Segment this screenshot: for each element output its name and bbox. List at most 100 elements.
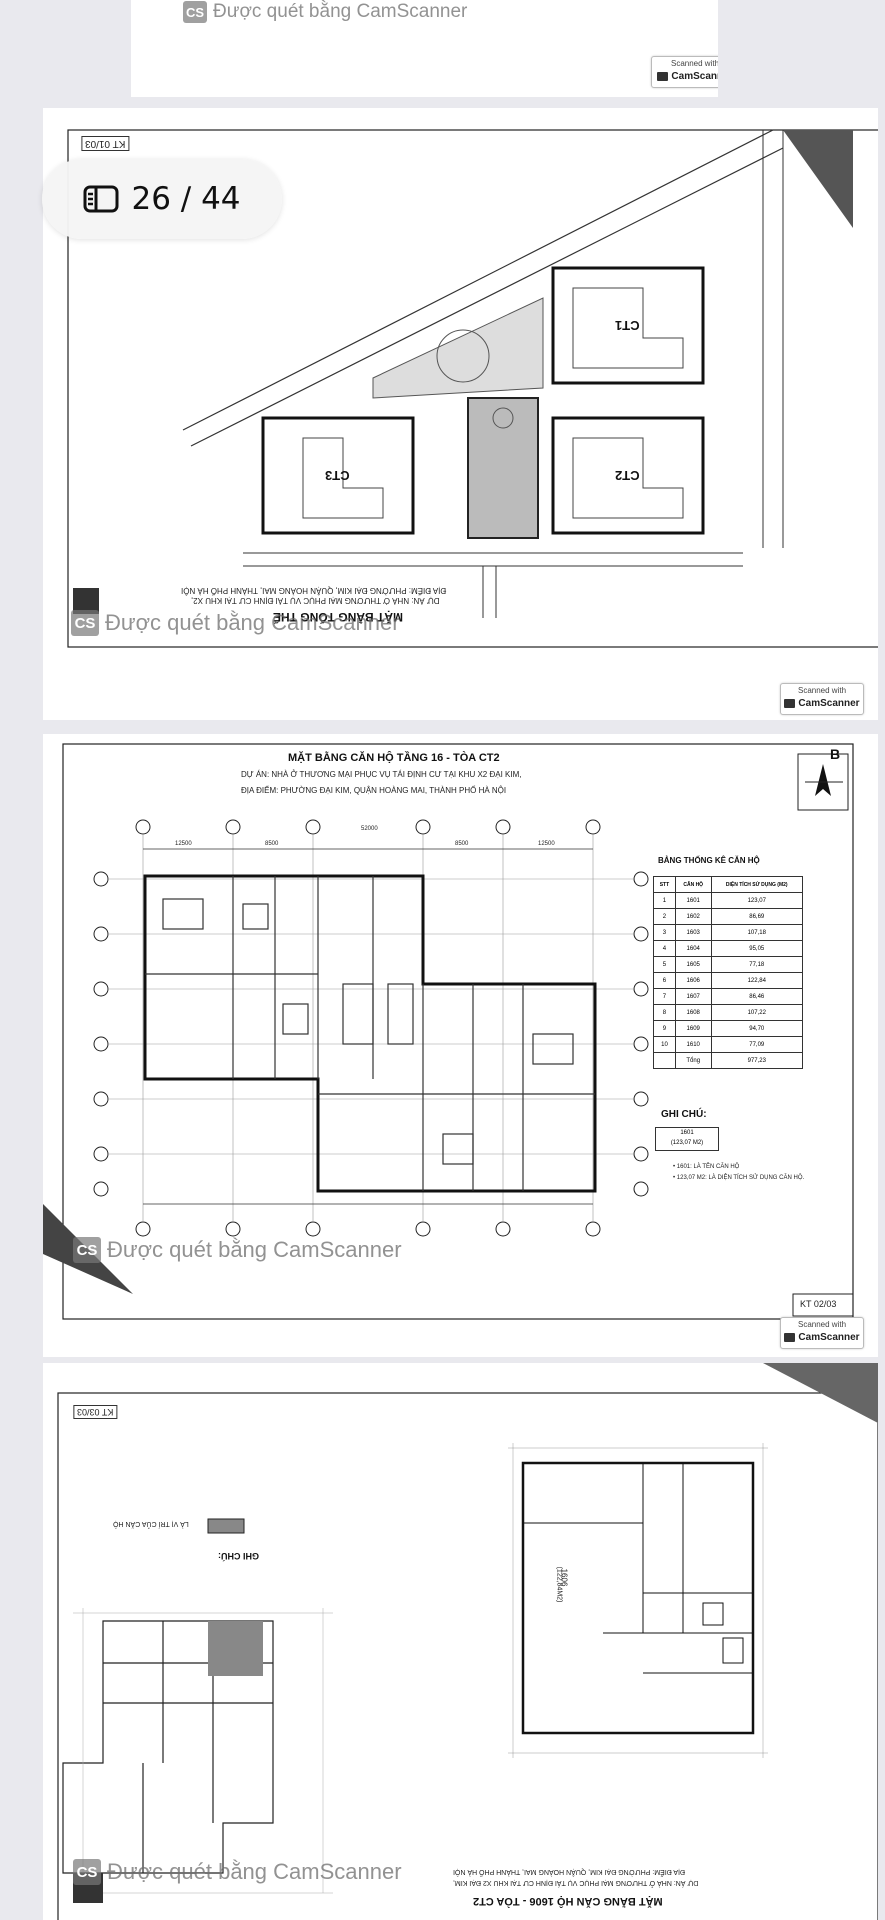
dimension-label: 8500 (265, 841, 279, 847)
table-cell: 10 (653, 1036, 676, 1053)
table-cell: 1601 (674, 892, 712, 909)
unit-plan-drawing (57, 1363, 878, 1920)
table-header: CĂN HỘ (674, 876, 712, 893)
page-counter-pill[interactable]: 26 / 44 (42, 159, 282, 239)
camscanner-watermark: CS Được quét bằng CamScanner (71, 610, 400, 636)
badge-brand: CamScanner (671, 71, 718, 82)
table-cell: 1604 (674, 940, 712, 957)
table-header: DIỆN TÍCH SỬ DỤNG (M2) (710, 876, 804, 893)
camscanner-logo-icon (784, 1333, 796, 1342)
table-cell: 5 (653, 956, 676, 973)
table-cell: 9 (653, 1020, 676, 1037)
camscanner-watermark: CS Được quét bằng CamScanner (183, 1, 467, 23)
table-cell: 3 (653, 924, 676, 941)
page1-project: DỰ ÁN: NHÀ Ở THƯƠNG MẠI PHỤC VỤ TÁI ĐỊNH… (191, 596, 440, 605)
notes-heading: GHI CHÚ: (661, 1109, 707, 1120)
badge-brand: CamScanner (798, 698, 860, 709)
table-cell: 7 (653, 988, 676, 1005)
table-cell (653, 1052, 676, 1069)
table-cell: 1608 (674, 1004, 712, 1021)
page2-stamp-code: KT 02/03 (800, 1299, 837, 1309)
note-line-1: • 1601: LÀ TÊN CĂN HỘ (673, 1164, 740, 1170)
table-cell: 94,70 (710, 1020, 804, 1037)
camscanner-badge: Scanned with CamScanner (780, 1317, 864, 1349)
note-sample-box: 1601 (123,07 M2) (655, 1127, 719, 1151)
page-counter-text: 26 / 44 (131, 181, 241, 217)
table-title: BẢNG THỐNG KÊ CĂN HỘ (658, 856, 760, 865)
watermark-text: Được quét bằng CamScanner (107, 1237, 402, 1262)
table-cell: 1603 (674, 924, 712, 941)
note-sample-area: (123,07 M2) (670, 1140, 704, 1146)
page3-project: DỰ ÁN: NHÀ Ở THƯƠNG MẠI PHỤC VỤ TÁI ĐỊNH… (453, 1879, 699, 1886)
table-cell: 2 (653, 908, 676, 925)
badge-line2: CamScanner (784, 1332, 860, 1343)
page1-location: ĐỊA ĐIỂM: PHƯỜNG ĐẠI KIM, QUẬN HOÀNG MAI… (181, 586, 447, 595)
page2-project: DỰ ÁN: NHÀ Ở THƯƠNG MẠI PHỤC VỤ TÁI ĐỊNH… (241, 770, 522, 779)
camscanner-logo-icon: CS (73, 1859, 101, 1885)
dimension-label: 12500 (538, 841, 555, 847)
pages-icon (83, 185, 119, 213)
badge-line1: Scanned with (670, 59, 718, 68)
camscanner-logo-icon (784, 699, 796, 708)
scanned-page-top: CS Được quét bằng CamScanner Scanned wit… (131, 0, 718, 97)
scanned-page-site-plan: KT 01/03 CT1 CT2 CT3 MẶT BẰNG TỔNG THỂ D… (43, 108, 878, 720)
scanned-page-floor-plan: MẶT BẰNG CĂN HỘ TẦNG 16 - TÒA CT2 DỰ ÁN:… (43, 734, 878, 1357)
camscanner-watermark: CS Được quét bằng CamScanner (73, 1859, 402, 1885)
watermark-text: Được quét bằng CamScanner (107, 1859, 402, 1884)
site-plan-drawing (67, 129, 878, 648)
table-cell: 122,84 (710, 972, 804, 989)
page1-stamp-code: KT 01/03 (81, 136, 130, 151)
page3-stamp-code: KT 03/03 (73, 1405, 118, 1419)
building-label-ct1: CT1 (615, 318, 640, 333)
table-cell: 86,46 (710, 988, 804, 1005)
table-cell: 77,09 (710, 1036, 804, 1053)
table-cell: 86,69 (710, 908, 804, 925)
badge-line1: Scanned with (797, 1320, 847, 1329)
table-cell: 4 (653, 940, 676, 957)
watermark-text: Được quét bằng CamScanner (213, 1, 468, 22)
camscanner-logo-icon: CS (73, 1237, 101, 1263)
page2-title: MẶT BẰNG CĂN HỘ TẦNG 16 - TÒA CT2 (288, 752, 500, 764)
table-cell: 6 (653, 972, 676, 989)
table-cell: 1609 (674, 1020, 712, 1037)
page3-note-heading: GHI CHÚ: (218, 1551, 259, 1561)
table-cell: Tổng (674, 1052, 712, 1069)
watermark-text: Được quét bằng CamScanner (105, 610, 400, 635)
badge-line2: CamScanner (657, 71, 718, 82)
page3-title: MẶT BẰNG CĂN HỘ 1606 - TÒA CT2 (473, 1895, 663, 1907)
table-header: STT (653, 876, 676, 893)
camscanner-watermark: CS Được quét bằng CamScanner (73, 1237, 402, 1263)
unit-area: (122,84M2) (555, 1566, 563, 1603)
page2-location: ĐỊA ĐIỂM: PHƯỜNG ĐẠI KIM, QUẬN HOÀNG MAI… (241, 786, 507, 795)
badge-brand: CamScanner (798, 1332, 860, 1343)
dimension-label: 52000 (361, 826, 378, 832)
table-cell: 8 (653, 1004, 676, 1021)
page3-location: ĐỊA ĐIỂM: PHƯỜNG ĐẠI KIM, QUẬN HOÀNG MAI… (453, 1868, 685, 1875)
table-cell: 107,22 (710, 1004, 804, 1021)
camscanner-logo-icon: CS (71, 610, 99, 636)
camscanner-badge: Scanned with CamScanner (651, 56, 718, 88)
table-cell: 107,18 (710, 924, 804, 941)
scanned-page-unit-plan: KT 03/03 GHI CHÚ: LÀ VỊ TRÍ CỦA CĂN HỘ 1… (43, 1363, 878, 1920)
table-cell: 123,07 (710, 892, 804, 909)
table-cell: 1606 (674, 972, 712, 989)
table-cell: 1602 (674, 908, 712, 925)
badge-line2: CamScanner (784, 698, 860, 709)
table-cell: 977,23 (710, 1052, 804, 1069)
note-line-2: • 123,07 M2: LÀ DIỆN TÍCH SỬ DỤNG CĂN HỘ… (673, 1175, 805, 1181)
table-cell: 95,05 (710, 940, 804, 957)
badge-line1: Scanned with (797, 686, 847, 695)
page3-note-text: LÀ VỊ TRÍ CỦA CĂN HỘ (113, 1520, 189, 1527)
